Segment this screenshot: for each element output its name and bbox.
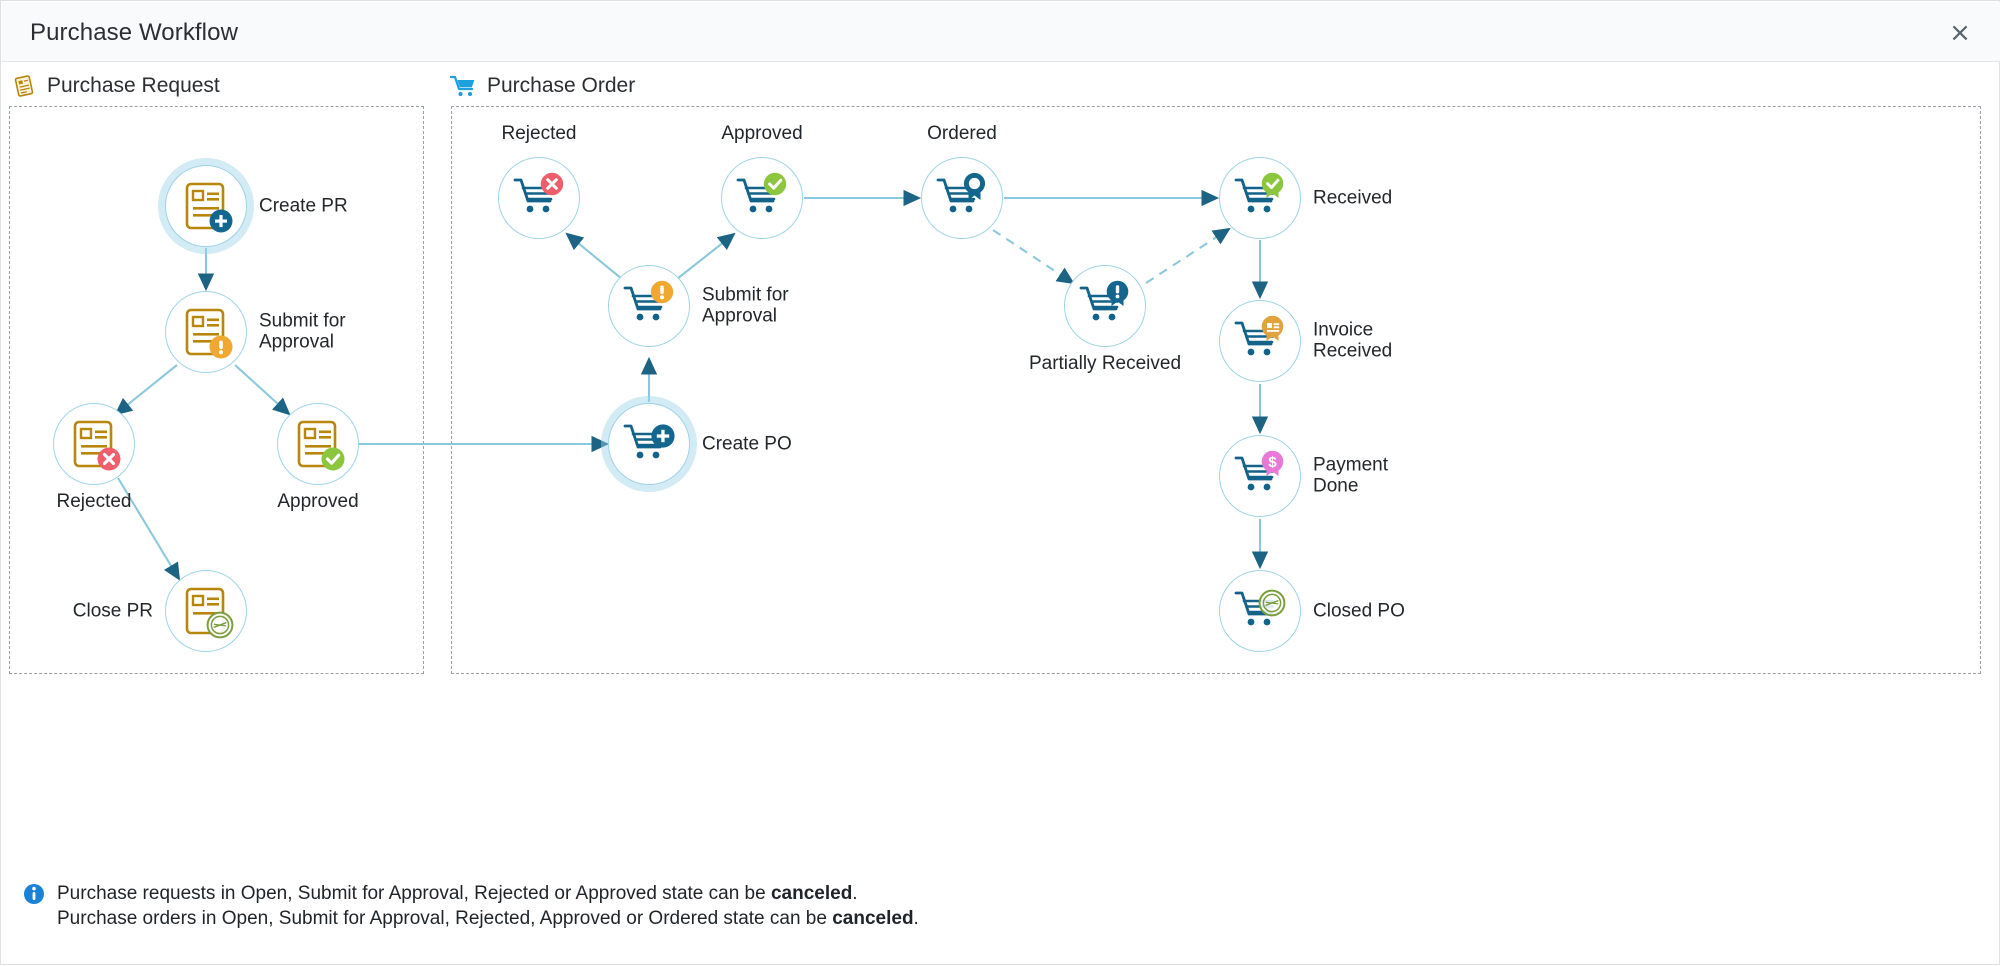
footer-line2-period: . [913,908,919,930]
cart-icon [936,172,986,213]
node-po-invoice-received[interactable]: Invoice Received [1219,300,1392,382]
node-label: Submit for Approval [259,310,346,353]
footer-line1-text: Purchase requests in Open, Submit for Ap… [57,883,771,904]
node-label: Submit for Approval [702,284,789,327]
node-close-pr[interactable]: Close PR [73,570,247,652]
node-label: Close PR [72,600,153,622]
node-label: Approved [721,123,803,144]
footer-note-line-1: Purchase requests in Open, Submit for Ap… [23,881,1723,906]
node-po-approved[interactable]: Approved [721,123,803,239]
shopping-cart-icon [449,75,475,97]
node-po-partially-received[interactable]: Partially Received [1029,265,1181,374]
closed-stamp-badge [1258,589,1286,617]
document-icon [73,420,121,471]
cart-icon [1079,280,1129,321]
cart-icon [1234,589,1286,626]
node-label: Invoice Received [1313,319,1393,362]
document-icon [297,420,345,471]
cart-icon: $ [1234,450,1284,491]
footer-line1-strong: canceled [770,883,853,904]
ribbon-dollar-badge: $ [1261,450,1284,476]
svg-text:$: $ [1268,454,1277,471]
node-pr-rejected[interactable]: Rejected [53,403,135,512]
node-label: Received [1313,187,1393,209]
document-icon [185,308,233,359]
node-po-received[interactable]: Received [1219,157,1392,239]
section-heading-purchase-order: Purchase Order [449,73,635,99]
node-pr-submit-for-approval[interactable]: Submit for Approval [165,291,346,373]
ribbon-invoice-badge [1261,315,1284,341]
node-label: Ordered [927,123,997,144]
node-ring [1064,265,1146,347]
section-label: Purchase Order [487,74,636,97]
section-heading-purchase-request: Purchase Request [11,73,220,99]
footer-note: Purchase requests in Open, Submit for Ap… [23,881,1723,931]
check-badge [763,172,787,196]
ribbon-check-badge [1261,172,1284,198]
check-badge [321,447,345,471]
section-label: Purchase Request [47,74,220,97]
node-label: Approved [277,491,359,512]
footer-line2-strong: canceled [832,908,914,930]
node-po-ordered[interactable]: Ordered [921,123,1003,239]
cart-icon [736,172,787,213]
node-po-submit-for-approval[interactable]: Submit for Approval [608,265,789,347]
node-ring [277,403,359,485]
node-label: Closed PO [1313,600,1405,622]
cart-icon [1234,315,1284,356]
cart-icon [513,172,564,213]
cart-icon [623,280,674,321]
footer-note-line-2: Purchase orders in Open, Submit for Appr… [23,906,1723,931]
node-ring [608,403,690,485]
document-icon [185,587,234,639]
info-icon [24,884,44,904]
node-label: Rejected [56,491,132,512]
node-label: Rejected [501,123,577,144]
footer-line2-text: Purchase orders in Open, Submit for Appr… [57,908,833,930]
node-label: Create PR [259,195,348,217]
purchase-order-panel [451,106,1981,674]
cart-icon [1234,172,1284,213]
purchase-request-panel [9,106,424,674]
page-title: Purchase Workflow [30,19,238,46]
ribbon-warning-badge [1106,280,1129,306]
dialog-titlebar: Purchase Workflow × [2,2,2000,62]
node-po-payment-done[interactable]: $ Payment Done [1219,435,1388,517]
node-label: Partially Received [1028,353,1182,374]
ribbon-badge [963,172,986,200]
node-po-closed[interactable]: Closed PO [1219,570,1405,652]
node-ring [1219,570,1301,652]
node-label: Create PO [702,433,792,455]
document-icon [185,182,233,233]
close-icon[interactable]: × [1949,18,1971,48]
node-label: Payment Done [1313,454,1388,497]
document-list-icon [14,75,34,97]
node-po-rejected[interactable]: Rejected [498,123,580,239]
node-pr-approved[interactable]: Approved [277,403,359,512]
footer-line1-period: . [852,883,858,904]
node-create-po[interactable]: Create PO [608,403,792,485]
cart-icon [623,424,675,459]
closed-stamp-badge [206,611,234,639]
node-create-pr[interactable]: Create PR [165,165,348,247]
